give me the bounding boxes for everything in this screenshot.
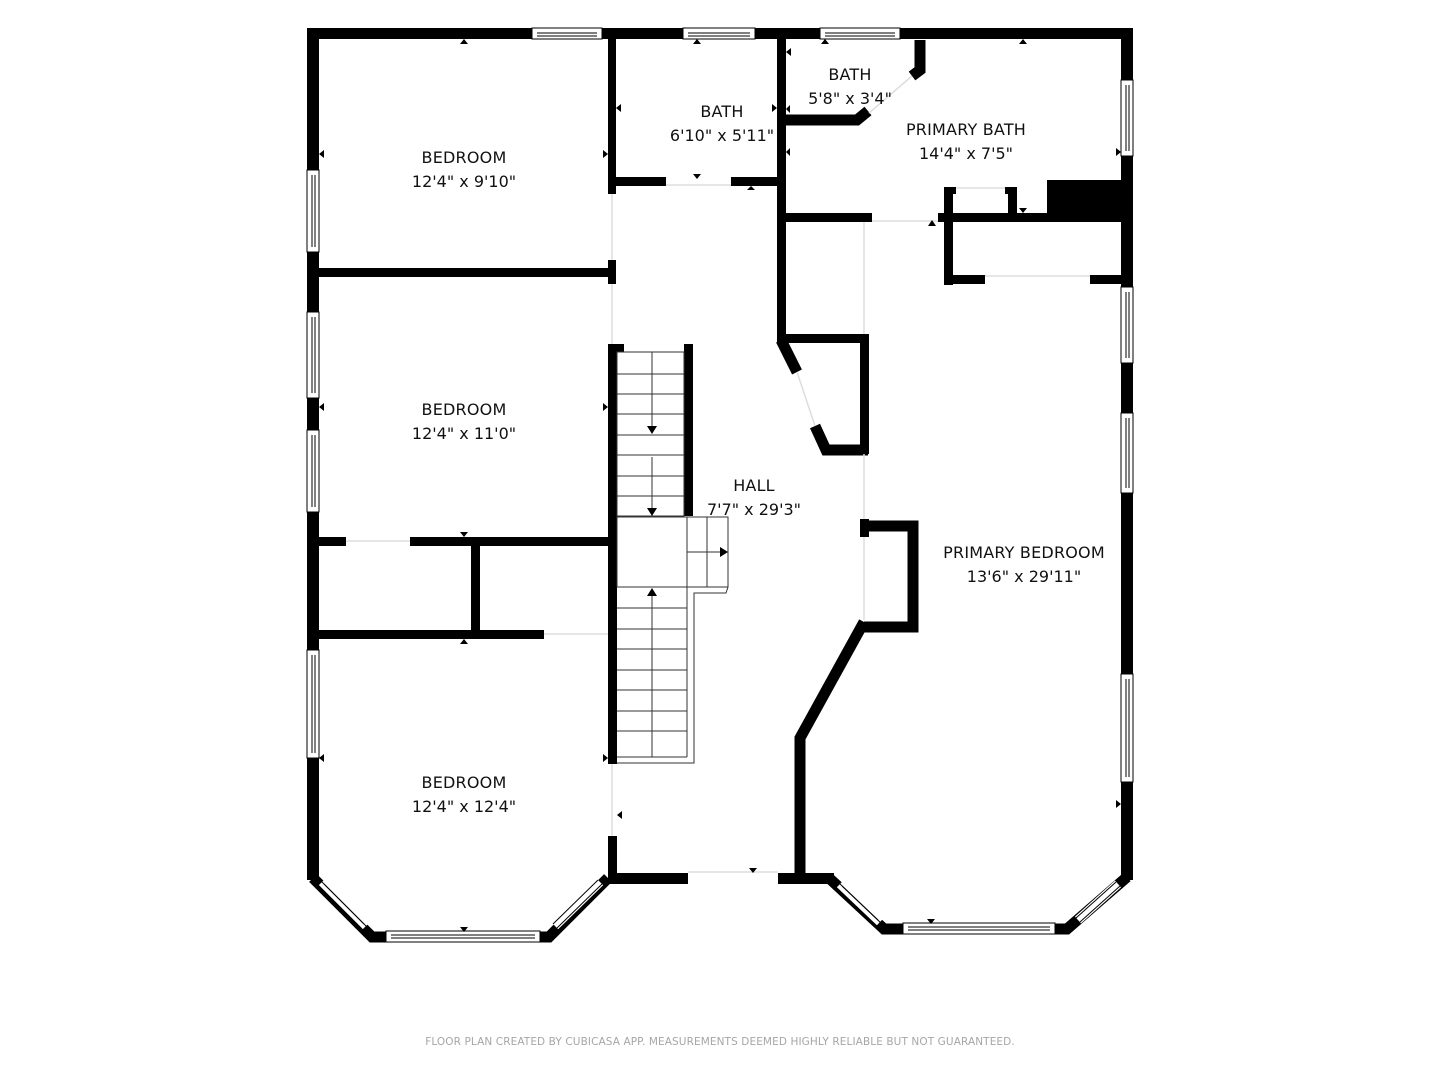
windows <box>306 27 1134 943</box>
room-dimensions: 12'4" x 9'10" <box>411 172 517 191</box>
room-label-primary-bath: PRIMARY BATH 14'4" x 7'5" <box>906 118 1026 166</box>
room-label-primary-bedroom: PRIMARY BEDROOM 13'6" x 29'11" <box>943 541 1105 589</box>
room-dimensions: 6'10" x 5'11" <box>669 126 775 145</box>
room-dimensions: 12'4" x 12'4" <box>411 797 517 816</box>
room-label-bedroom-3: BEDROOM 12'4" x 12'4" <box>412 771 516 819</box>
room-name: PRIMARY BEDROOM <box>943 543 1105 562</box>
room-name: BEDROOM <box>421 773 507 792</box>
room-label-bedroom-2: BEDROOM 12'4" x 11'0" <box>412 398 516 446</box>
measurement-markers <box>319 39 1121 932</box>
room-name: BATH <box>700 102 744 121</box>
room-name: BATH <box>828 65 872 84</box>
room-dimensions: 7'7" x 29'3" <box>706 500 802 519</box>
room-dimensions: 5'8" x 3'4" <box>808 89 892 108</box>
room-label-hall: HALL 7'7" x 29'3" <box>707 474 801 522</box>
room-dimensions: 12'4" x 11'0" <box>411 424 517 443</box>
room-dimensions: 13'6" x 29'11" <box>966 567 1082 586</box>
room-name: BEDROOM <box>421 148 507 167</box>
room-label-bath-2: BATH 5'8" x 3'4" <box>808 63 892 111</box>
door-openings <box>346 75 1090 873</box>
staircase <box>616 351 729 764</box>
room-name: PRIMARY BATH <box>905 120 1027 139</box>
interior-walls <box>319 28 1121 876</box>
room-label-bedroom-1: BEDROOM 12'4" x 9'10" <box>412 146 516 194</box>
room-label-bath-1: BATH 6'10" x 5'11" <box>670 100 774 148</box>
room-name: BEDROOM <box>421 400 507 419</box>
footer-disclaimer: FLOOR PLAN CREATED BY CUBICASA APP. MEAS… <box>425 1036 1015 1048</box>
room-dimensions: 14'4" x 7'5" <box>918 144 1014 163</box>
room-name: HALL <box>733 476 775 495</box>
